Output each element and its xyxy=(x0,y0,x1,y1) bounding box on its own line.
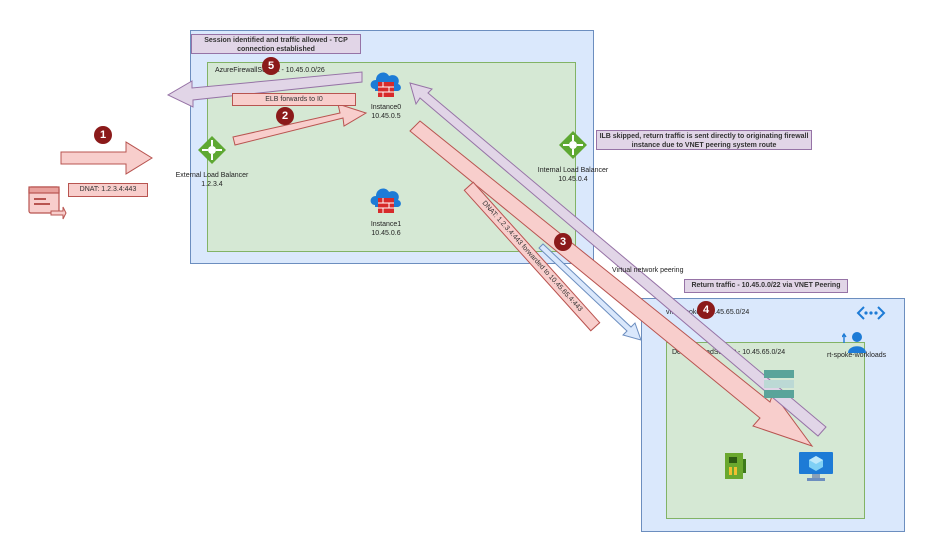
step-badge-5: 5 xyxy=(262,57,280,75)
firewall-icon xyxy=(369,67,403,99)
return-traffic-note: Return traffic - 10.45.0.0/22 via VNET P… xyxy=(684,279,848,293)
peering-arrow xyxy=(538,243,642,341)
route-table-icon xyxy=(841,331,868,353)
ilb-skipped-note: ILB skipped, return traffic is sent dire… xyxy=(596,130,812,150)
nic-icon xyxy=(723,451,747,481)
instance1-ip: 10.45.0.6 xyxy=(371,230,401,237)
peering-label: Virtual network peering xyxy=(612,267,684,274)
route-table-name: rt-spoke-workloads xyxy=(827,352,887,359)
peering-icon xyxy=(856,305,886,321)
step-badge-2: 2 xyxy=(276,107,294,125)
elb-forwards-note: ELB forwards to I0 xyxy=(232,93,356,106)
client-icon xyxy=(27,185,67,221)
vm-icon xyxy=(798,451,834,483)
step-badge-3: 3 xyxy=(554,233,572,251)
external-lb-ip: 1.2.3.4 xyxy=(201,181,223,188)
elb-to-instance0-arrow xyxy=(232,103,368,146)
load-balancer-icon xyxy=(558,130,588,160)
step-badge-1: 1 xyxy=(94,126,112,144)
instance1-name: Instance1 xyxy=(370,221,402,228)
instance0-name: Instance0 xyxy=(370,104,402,111)
return-to-client-arrow xyxy=(166,71,363,108)
instance0-ip: 10.45.0.5 xyxy=(371,113,401,120)
vm-return-arrow xyxy=(409,82,827,437)
client-to-elb-arrow xyxy=(60,141,153,175)
load-balancer-icon xyxy=(197,135,227,165)
dnat-to-vm-arrow xyxy=(409,120,814,447)
dnat-client-note: DNAT: 1.2.3.4:443 xyxy=(68,183,148,197)
step-badge-4: 4 xyxy=(697,301,715,319)
firewall-icon xyxy=(369,183,403,215)
external-lb-name: External Load Balancer xyxy=(175,172,249,179)
storage-icon xyxy=(762,368,796,402)
internal-lb-ip: 10.45.0.4 xyxy=(558,176,588,183)
session-note: Session identified and traffic allowed -… xyxy=(191,34,361,54)
internal-lb-name: Internal Load Balancer xyxy=(537,167,609,174)
